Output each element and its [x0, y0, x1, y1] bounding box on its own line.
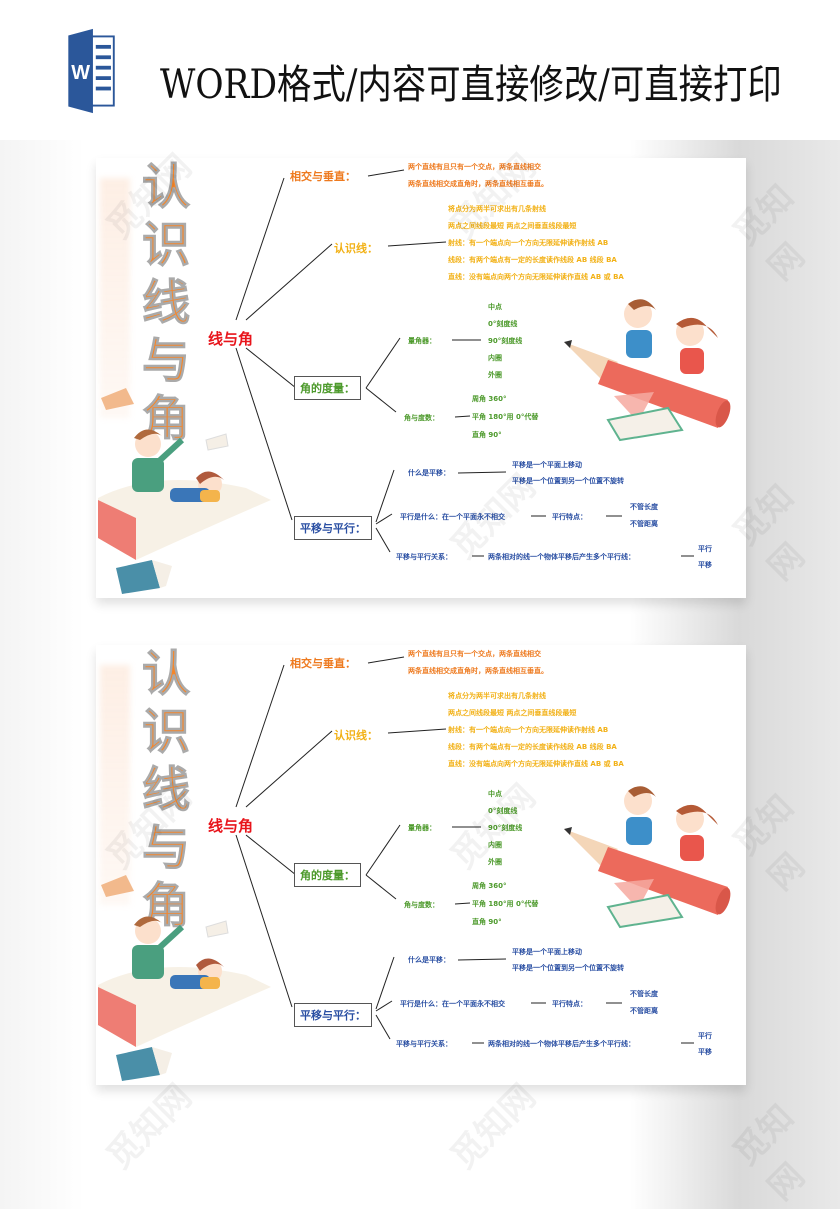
lines-item: 将点分为两半可求出有几条射线: [448, 205, 546, 213]
svg-text:W: W: [71, 62, 90, 84]
translation-item: 平移是一个位置到另一个位置不旋转: [512, 964, 624, 972]
title-char: 与: [141, 820, 190, 877]
parallel-feature-item: 不管距离: [630, 1007, 658, 1015]
watermark: 觅知网: [99, 1076, 200, 1178]
protractor-item: 外圈: [488, 371, 502, 379]
parallel-feature-label: 平行特点：: [552, 1000, 587, 1008]
parallel-feature-item: 不管长度: [630, 990, 658, 998]
mindmap-poster-page-2: 认 识 线 与 角 线与角 相交与垂直： 两个直线有且只有一: [96, 645, 746, 1085]
vertical-title: 认 识 线 与 角: [138, 645, 194, 935]
protractor-item: 0°刻度线: [488, 807, 518, 815]
watermark: 觅知网: [443, 1076, 544, 1178]
watermark: 觅知网: [725, 1097, 813, 1209]
branch-angle-label: 角的度量：: [294, 863, 361, 887]
mindmap-connectors: [235, 656, 694, 1044]
intersect-item: 两个直线有且只有一个交点，两条直线相交: [408, 163, 541, 171]
relation-item: 平行: [698, 1032, 712, 1040]
lines-item: 线段：有两个端点有一定的长度读作线段 AB 线段 BA: [448, 256, 617, 264]
kids-reading-book-illustration: [98, 388, 271, 594]
protractor-item: 90°刻度线: [488, 337, 523, 345]
degrees-item: 周角 360°: [472, 882, 507, 890]
degrees-item: 平角 180°用 0°代替: [472, 413, 539, 421]
degrees-item: 周角 360°: [472, 395, 507, 403]
kids-reading-book-illustration: [98, 875, 271, 1081]
branch-parallel-label: 平移与平行：: [294, 1003, 372, 1027]
title-char: 线: [141, 275, 190, 332]
mindmap-poster-page-1: 认 识 线 与 角 线与角 相交与垂直： 两个直线有且只有一: [96, 158, 746, 598]
title-char: 与: [141, 333, 190, 390]
protractor-item: 内圈: [488, 841, 502, 849]
translation-item: 平移是一个位置到另一个位置不旋转: [512, 477, 624, 485]
protractor-item: 中点: [488, 303, 502, 311]
protractor-item: 中点: [488, 790, 502, 798]
lines-item: 射线：有一个端点向一个方向无限延伸读作射线 AB: [448, 239, 609, 247]
relation-item: 平移: [698, 1048, 712, 1056]
lines-item: 射线：有一个端点向一个方向无限延伸读作射线 AB: [448, 726, 609, 734]
relation-label: 平移与平行关系：: [396, 553, 452, 561]
parallel-what-label: 平行是什么：在一个平面永不相交: [400, 1000, 505, 1008]
title-char: 认: [141, 159, 190, 216]
protractor-item: 0°刻度线: [488, 320, 518, 328]
branch-intersect-label: 相交与垂直：: [290, 657, 356, 670]
branch-angle-label: 角的度量：: [294, 376, 361, 400]
center-node: 线与角: [208, 330, 254, 348]
parallel-feature-label: 平行特点：: [552, 513, 587, 521]
kids-on-pencil-illustration: [564, 299, 731, 442]
parallel-what-label: 平行是什么：在一个平面永不相交: [400, 513, 505, 521]
translation-label: 什么是平移：: [408, 956, 450, 964]
protractor-label: 量角器：: [408, 337, 436, 345]
word-doc-icon: W: [68, 28, 115, 114]
relation-item: 平移: [698, 561, 712, 569]
branch-lines-label: 认识线：: [334, 242, 378, 255]
translation-item: 平移是一个平面上移动: [512, 948, 582, 956]
title-char: 识: [141, 217, 190, 274]
protractor-item: 90°刻度线: [488, 824, 523, 832]
branch-parallel-label: 平移与平行：: [294, 516, 372, 540]
degrees-item: 直角 90°: [472, 918, 502, 926]
translation-label: 什么是平移：: [408, 469, 450, 477]
title-char: 线: [141, 762, 190, 819]
intersect-item: 两条直线相交成直角时，两条直线相互垂直。: [408, 667, 548, 675]
vertical-title: 认 识 线 与 角: [138, 158, 194, 448]
center-node: 线与角: [208, 817, 254, 835]
lines-item: 将点分为两半可求出有几条射线: [448, 692, 546, 700]
lines-item: 两点之间线段最短 两点之间垂直线段最短: [448, 709, 577, 717]
protractor-item: 内圈: [488, 354, 502, 362]
title-char: 识: [141, 704, 190, 761]
protractor-item: 外圈: [488, 858, 502, 866]
intersect-item: 两条直线相交成直角时，两条直线相互垂直。: [408, 180, 548, 188]
header-banner: W WORD格式/内容可直接修改/可直接打印: [0, 0, 840, 140]
kids-on-pencil-illustration: [564, 786, 731, 929]
branch-intersect-label: 相交与垂直：: [290, 170, 356, 183]
relation-item: 平行: [698, 545, 712, 553]
degrees-label: 角与度数：: [404, 901, 439, 909]
parallel-feature-item: 不管长度: [630, 503, 658, 511]
lines-item: 直线：没有端点向两个方向无限延伸读作直线 AB 或 BA: [448, 760, 624, 768]
degrees-item: 平角 180°用 0°代替: [472, 900, 539, 908]
relation-sub-label: 两条相对的线一个物体平移后产生多个平行线：: [488, 553, 635, 561]
mindmap-connectors: [235, 169, 694, 557]
parallel-feature-item: 不管距离: [630, 520, 658, 528]
ghost-title-shadow: [100, 178, 130, 418]
degrees-item: 直角 90°: [472, 431, 502, 439]
ghost-title-shadow: [100, 665, 130, 905]
protractor-label: 量角器：: [408, 824, 436, 832]
degrees-label: 角与度数：: [404, 414, 439, 422]
relation-label: 平移与平行关系：: [396, 1040, 452, 1048]
lines-item: 线段：有两个端点有一定的长度读作线段 AB 线段 BA: [448, 743, 617, 751]
branch-lines-label: 认识线：: [334, 729, 378, 742]
title-char: 认: [141, 646, 190, 703]
lines-item: 直线：没有端点向两个方向无限延伸读作直线 AB 或 BA: [448, 273, 624, 281]
lines-item: 两点之间线段最短 两点之间垂直线段最短: [448, 222, 577, 230]
intersect-item: 两个直线有且只有一个交点，两条直线相交: [408, 650, 541, 658]
translation-item: 平移是一个平面上移动: [512, 461, 582, 469]
header-title: WORD格式/内容可直接修改/可直接打印: [160, 62, 782, 108]
relation-sub-label: 两条相对的线一个物体平移后产生多个平行线：: [488, 1040, 635, 1048]
